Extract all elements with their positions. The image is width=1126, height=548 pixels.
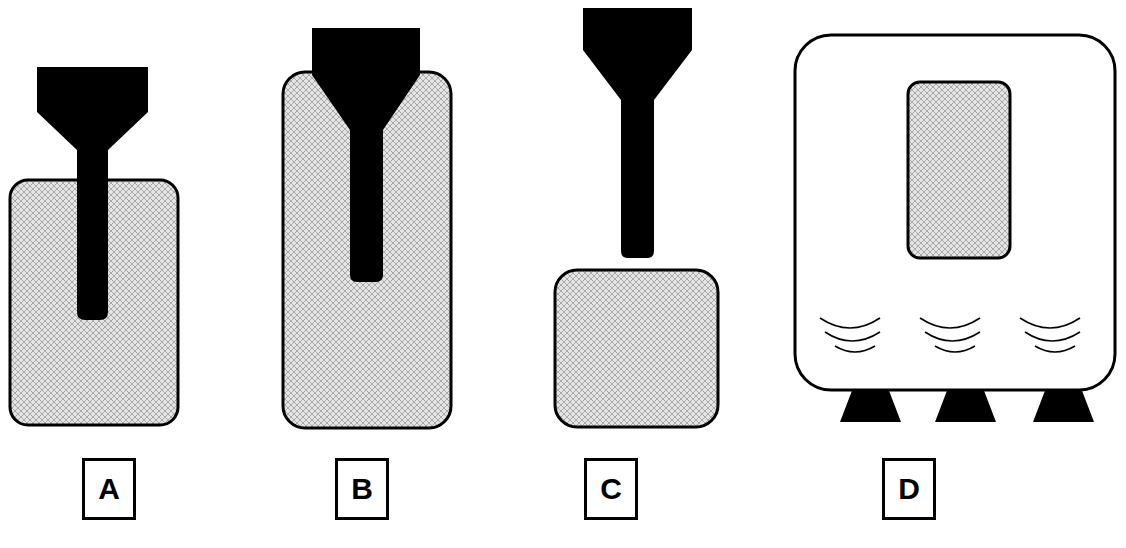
electrode (312, 28, 420, 282)
panel-label-box: D (882, 458, 936, 520)
electrode (37, 67, 148, 320)
workpiece (555, 270, 718, 427)
panel-label-box: A (82, 458, 136, 520)
panel-label-box: C (584, 458, 638, 520)
panel-letter: C (600, 472, 622, 506)
panel-label-box: B (335, 458, 389, 520)
panel-letter: B (351, 472, 373, 506)
workpiece (908, 82, 1010, 258)
panel-letter: A (98, 472, 120, 506)
electrode (583, 8, 692, 258)
support-feet (840, 388, 1094, 422)
heat-waves (820, 318, 1080, 352)
panel-letter: D (898, 472, 920, 506)
furnace-housing (795, 35, 1115, 390)
